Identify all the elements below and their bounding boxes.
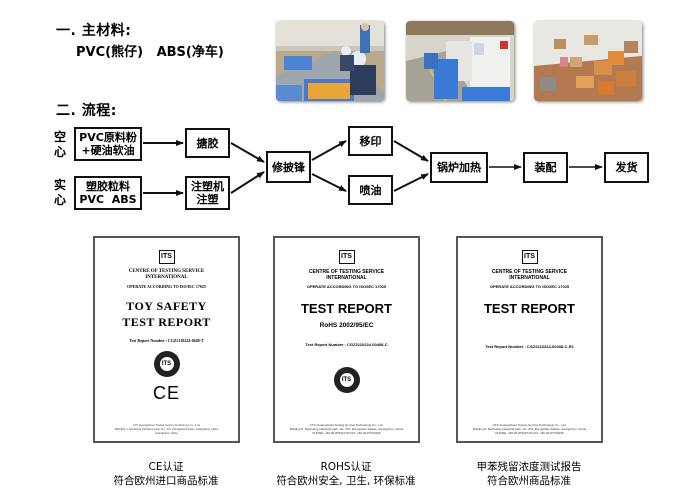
cert-footer-line-1: CTS (Guangzhou) Testing Service Technolo… [492,423,567,427]
cert-title: TEST REPORT [483,301,575,316]
arrow-pad-print-to-oven [393,140,429,162]
cert-footer: CTS (Guangzhou) Testing Service Technolo… [99,423,234,435]
solid-material-line-2: PVC ABS [79,193,137,206]
caption-ce: CE认证 符合欧州进口商品标准 [76,460,256,488]
arrow-trim-to-spray [311,173,347,192]
flow-box-shipping: 发货 [604,152,649,183]
flow-box-injection: 注塑机 注塑 [185,176,230,210]
solid-material-line-1: 塑胶粒料 [86,180,130,193]
flow-box-assembly: 装配 [523,152,568,183]
arrow-trim-to-pad-print [311,140,347,161]
photo-warehouse-cartons [534,21,642,101]
cert-org-line-2: INTERNATIONAL [509,275,550,281]
ce-mark-icon: CE [152,383,180,403]
cert-footer-line-2: Building 8, Dachuang industrial park, No… [472,427,587,431]
certificate-rohs: ITS CENTRE OF TESTING SERVICE INTERNATIO… [273,236,420,443]
cert-operate: OPERATE ACCORDING TO ISO/IEC 17025 [306,284,387,289]
cert-title: TEST REPORT [300,301,392,316]
seal-inner: ITS [339,373,354,387]
arrow-rotocast-to-trim [230,142,265,163]
certificate-ce: ITS CENTRE OF TESTING SERVICE INTERNATIO… [93,236,240,443]
cert-footer-line-3: PHONE: +86-20-87632715 FAX: +86-20-87700… [312,431,381,435]
flow-box-pad-print: 移印 [348,126,393,156]
cert-footer: CTS (Guangzhou) Testing Service Technolo… [462,423,597,435]
injection-line-1: 注塑机 [191,180,224,193]
hollow-material-line-2: +硬油软油 [81,144,135,157]
cert-org-line-2: INTERNATIONAL [145,275,188,280]
flow-box-rotocast: 搪胶 [185,128,230,158]
caption-toluene: 甲苯残留浓度测试报告 符合欧州商品标准 [439,460,619,488]
cert-org: CENTRE OF TESTING SERVICE INTERNATIONAL [99,269,234,281]
flow-box-trim: 修披锋 [266,151,311,183]
caption-ce-line-1: CE认证 [148,461,184,473]
seal-inner: ITS [159,357,174,371]
photo-injection-machines [406,21,514,101]
injection-line-2: 注塑 [196,193,219,206]
cert-footer-line-1: CTS (Guangzhou) Testing Service Technolo… [309,423,384,427]
its-logo-icon: ITS [158,250,175,264]
cert-org-line-2: INTERNATIONAL [326,275,367,281]
its-logo-icon: ITS [521,250,538,264]
caption-rohs-line-1: ROHS认证 [320,461,372,473]
cert-footer-line-1: CTS (Guangzhou) Testing Service Technolo… [132,423,201,427]
cert-title-line-2: TEST REPORT [122,315,211,329]
cert-report-number: Test Report Number : CGZ2110224-0649-T [129,338,204,343]
cert-org-line-1: CENTRE OF TESTING SERVICE [128,269,205,274]
caption-rohs: ROHS认证 符合欧州安全, 卫生, 环保标准 [256,460,436,488]
cert-footer-line-3: PHONE: +86-20-87632715 FAX: +86-20-87700… [495,431,564,435]
seal-icon: ITS [153,351,180,377]
arrow-injection-to-trim [230,171,265,194]
photo-production-line [276,21,384,101]
seal-icon: ITS [333,367,360,393]
hollow-material-line-1: PVC原料粉 [79,131,137,144]
cert-report-number: Test Report Number : CGZ2110224-00408-C [305,342,388,347]
cert-footer-line-2: Building 8, Dachuang industrial park, No… [289,427,404,431]
cert-org-line-1: CENTRE OF TESTING SERVICE [491,269,568,275]
cert-footer-line-2: Building 2, Dachuang Industrial park, No… [114,427,219,431]
caption-toluene-line-1: 甲苯残留浓度测试报告 [476,461,582,473]
flow-box-oven: 锅炉加热 [430,152,488,183]
arrow-spray-to-oven [393,173,429,192]
cert-operate: OPERATE ACCORDING TO ISO/IEC 17025 [489,284,570,289]
flow-box-spray: 喷油 [348,175,393,205]
section-materials-title: 一. 主材料: [56,23,132,39]
cert-title-line-1: TOY SAFETY [126,299,207,313]
caption-ce-line-2: 符合欧州进口商品标准 [113,475,219,487]
cert-subtitle: RoHS 2002/95/EC [319,322,374,329]
section-process-title: 二. 流程: [56,103,117,119]
cert-report-number: Test Report Number : CGZ2110224-00408-C-… [485,344,574,349]
cert-org: CENTRE OF TESTING SERVICE INTERNATIONAL [462,269,597,281]
cert-operate: OPERATE ACCORDING TO ISO/IEC 17025 [127,284,206,289]
cert-org: CENTRE OF TESTING SERVICE INTERNATIONAL [279,269,414,281]
certificate-toluene: ITS CENTRE OF TESTING SERVICE INTERNATIO… [456,236,603,443]
cert-footer-line-3: Guangzhou, China [155,431,178,435]
flow-box-solid-material: 塑胶粒料 PVC ABS [74,176,142,210]
flow-box-hollow-material: PVC原料粉 +硬油软油 [74,127,142,161]
cert-footer: CTS (Guangzhou) Testing Service Technolo… [279,423,414,435]
solid-label: 实心 [54,178,67,207]
caption-rohs-line-2: 符合欧州安全, 卫生, 环保标准 [276,475,416,487]
hollow-label: 空心 [54,130,67,159]
caption-toluene-line-2: 符合欧州商品标准 [487,475,571,487]
cert-org-line-1: CENTRE OF TESTING SERVICE [308,269,385,275]
materials-list: PVC(熊仔) ABS(净车) [76,45,224,60]
its-logo-icon: ITS [338,250,355,264]
